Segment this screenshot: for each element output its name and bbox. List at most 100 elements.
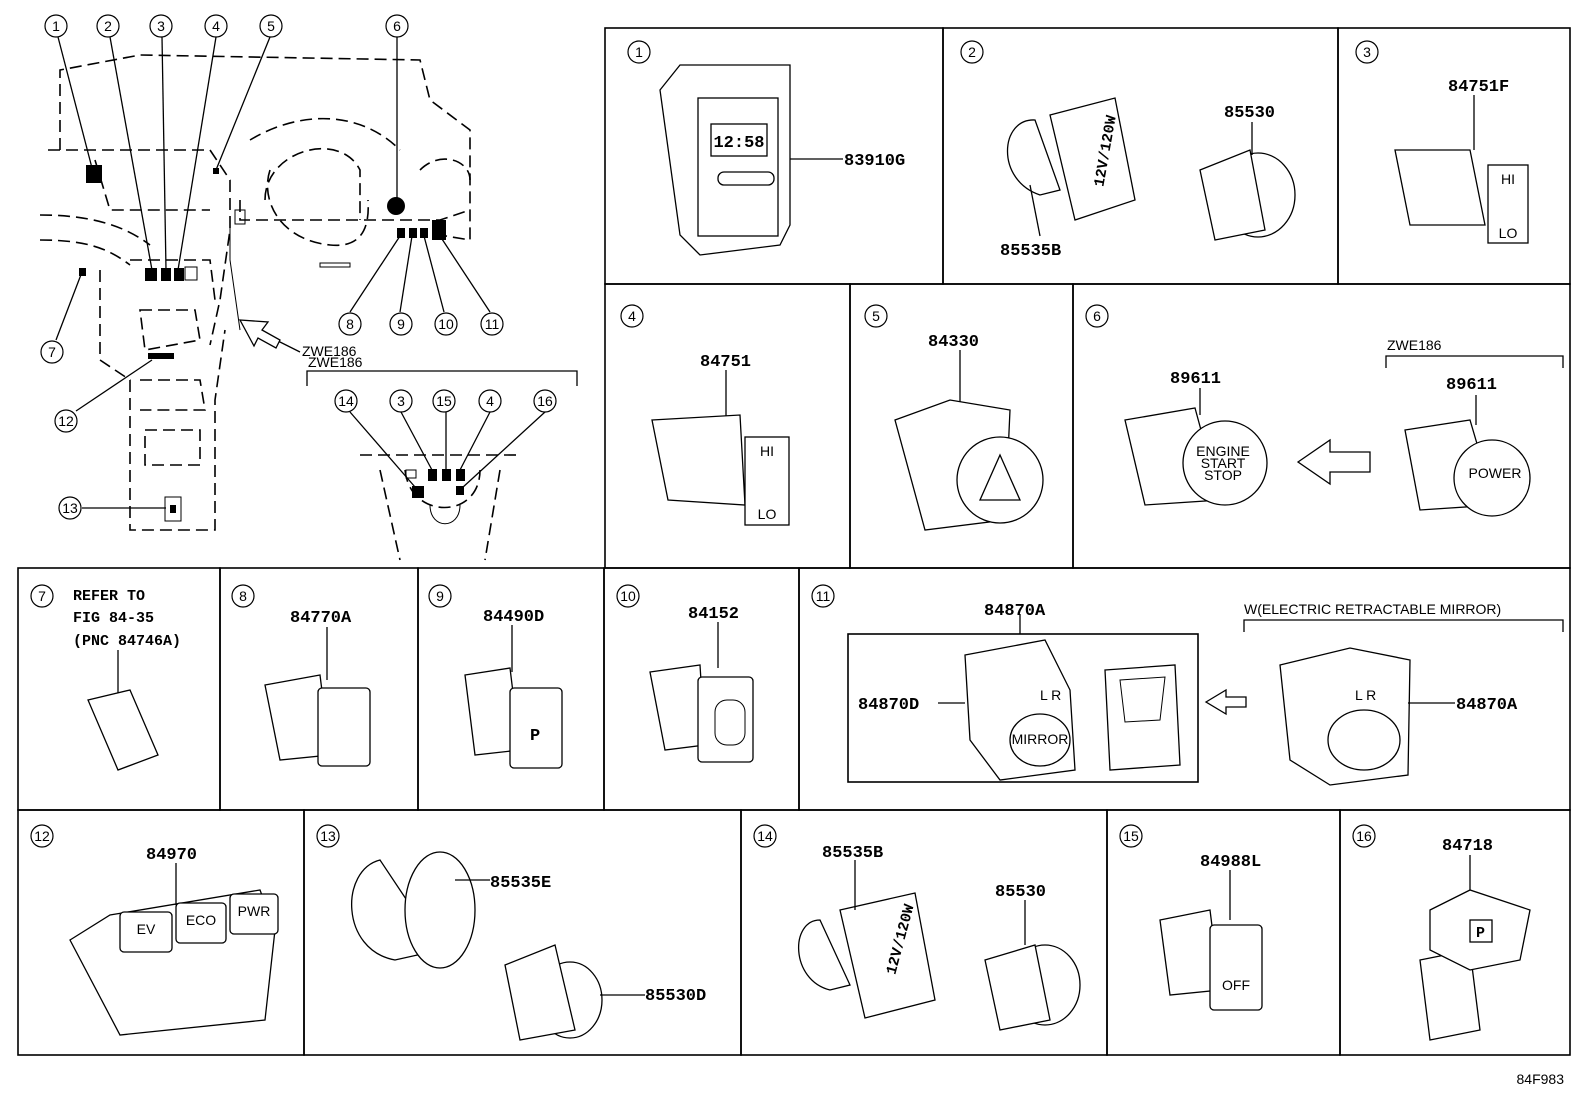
svg-text:OFF: OFF bbox=[1222, 977, 1250, 993]
callout-10 bbox=[434, 312, 458, 336]
part-89611-b: 89611 bbox=[1446, 376, 1497, 395]
svg-text:4: 4 bbox=[628, 308, 636, 324]
callout-3-inset bbox=[389, 389, 413, 413]
cell-3: 3 HI LO 84751F bbox=[1337, 27, 1571, 285]
svg-text:4: 4 bbox=[486, 393, 494, 409]
svg-text:2: 2 bbox=[968, 44, 976, 60]
dashboard-overview: ZWE186 ZWE186 bbox=[39, 36, 578, 561]
callout-14 bbox=[334, 389, 358, 413]
svg-text:13: 13 bbox=[320, 828, 336, 844]
callout-13 bbox=[58, 496, 82, 520]
svg-text:START: START bbox=[1201, 455, 1246, 471]
svg-text:STOP: STOP bbox=[1204, 467, 1242, 483]
cell-13: 13 85535E 85530D bbox=[303, 809, 742, 1056]
inset-variant-label: ZWE186 bbox=[308, 354, 363, 370]
svg-text:15: 15 bbox=[1123, 828, 1139, 844]
part-84970: 84970 bbox=[146, 846, 197, 865]
svg-text:MIRROR: MIRROR bbox=[1012, 731, 1069, 747]
cell-4: 4 HI LO 84751 bbox=[604, 283, 851, 569]
cell-8: 8 84770A bbox=[219, 567, 419, 811]
svg-text:P: P bbox=[1476, 925, 1485, 942]
svg-text:6: 6 bbox=[1093, 308, 1101, 324]
svg-text:8: 8 bbox=[346, 316, 354, 332]
overview-callouts: 1 2 3 4 5 6 7 8 9 10 11 12 13 14 3 15 4 … bbox=[40, 14, 557, 520]
svg-text:3: 3 bbox=[157, 18, 165, 34]
callout-9 bbox=[389, 312, 413, 336]
svg-text:11: 11 bbox=[485, 316, 500, 332]
svg-text:11: 11 bbox=[816, 588, 831, 604]
svg-text:5: 5 bbox=[872, 308, 880, 324]
part-84751: 84751 bbox=[700, 353, 751, 372]
hazard-triangle-icon bbox=[978, 453, 1022, 501]
cell-9: 9 P 84490D bbox=[417, 567, 605, 811]
svg-text:P: P bbox=[530, 727, 540, 746]
callout-7 bbox=[40, 340, 64, 364]
part-84152: 84152 bbox=[688, 605, 739, 624]
svg-text:8: 8 bbox=[239, 588, 247, 604]
callout-11 bbox=[480, 312, 504, 336]
svg-text:(PNC 84746A): (PNC 84746A) bbox=[73, 633, 181, 650]
part-84870A-a: 84870A bbox=[984, 602, 1046, 621]
callout-15 bbox=[432, 389, 456, 413]
diagram-code: 84F983 bbox=[1516, 1071, 1564, 1087]
svg-text:L R: L R bbox=[1040, 687, 1061, 703]
variant-ZWE186: ZWE186 bbox=[1387, 337, 1442, 353]
svg-text:ECO: ECO bbox=[186, 912, 216, 928]
svg-text:16: 16 bbox=[1356, 828, 1372, 844]
arrow-left-icon bbox=[1296, 438, 1371, 486]
svg-text:1: 1 bbox=[52, 18, 60, 34]
svg-text:1: 1 bbox=[635, 44, 643, 60]
svg-text:10: 10 bbox=[620, 588, 636, 604]
svg-text:REFER TO: REFER TO bbox=[73, 588, 145, 605]
cell-6: 6 ENGINE START STOP 89611 ZWE186 POWER 8… bbox=[1072, 283, 1571, 569]
svg-text:12: 12 bbox=[58, 413, 74, 429]
part-85535B: 85535B bbox=[1000, 242, 1061, 261]
callout-16 bbox=[533, 389, 557, 413]
cell-5: 5 84330 bbox=[849, 283, 1074, 569]
svg-text:HI: HI bbox=[1501, 171, 1515, 187]
cell-12: 12 EV ECO PWR 84970 bbox=[17, 809, 305, 1056]
svg-text:ENGINE: ENGINE bbox=[1196, 443, 1250, 459]
svg-text:L R: L R bbox=[1355, 687, 1376, 703]
part-85530: 85530 bbox=[1224, 104, 1275, 123]
cell-11: 11 84870A MIRROR L R 84870D W(ELECTRIC R… bbox=[798, 567, 1571, 811]
svg-text:15: 15 bbox=[436, 393, 452, 409]
part-84870D: 84870D bbox=[858, 696, 919, 715]
part-89611-a: 89611 bbox=[1170, 370, 1221, 389]
arrow-left-icon-2 bbox=[1204, 688, 1247, 716]
arrow-variant-label: ZWE186 bbox=[302, 343, 357, 359]
cell-15: 15 OFF 84988L bbox=[1106, 809, 1341, 1056]
callout-6 bbox=[385, 14, 409, 38]
callout-12 bbox=[54, 409, 78, 433]
part-85535B-2: 85535B bbox=[822, 844, 883, 863]
part-83910G: 83910G bbox=[844, 152, 905, 171]
svg-text:14: 14 bbox=[757, 828, 773, 844]
variant-retractable-mirror: W(ELECTRIC RETRACTABLE MIRROR) bbox=[1244, 601, 1501, 617]
svg-text:2: 2 bbox=[104, 18, 112, 34]
part-84988L: 84988L bbox=[1200, 853, 1261, 872]
svg-text:3: 3 bbox=[397, 393, 405, 409]
cell-2: 2 12V/120W 85535B 85530 bbox=[942, 27, 1339, 285]
svg-text:EV: EV bbox=[137, 921, 156, 937]
part-84330: 84330 bbox=[928, 333, 979, 352]
part-84751F: 84751F bbox=[1448, 78, 1509, 97]
cell-14: 14 12V/120W 85535B 85530 bbox=[740, 809, 1108, 1056]
callout-4 bbox=[204, 14, 228, 38]
svg-text:14: 14 bbox=[338, 393, 354, 409]
svg-text:12: 12 bbox=[34, 828, 50, 844]
part-85530-2: 85530 bbox=[995, 883, 1046, 902]
svg-text:16: 16 bbox=[537, 393, 553, 409]
svg-text:6: 6 bbox=[393, 18, 401, 34]
callout-4-inset bbox=[478, 389, 502, 413]
svg-text:7: 7 bbox=[38, 588, 46, 604]
svg-text:12:58: 12:58 bbox=[713, 134, 764, 153]
callout-5 bbox=[259, 14, 283, 38]
svg-text:13: 13 bbox=[62, 500, 78, 516]
svg-text:HI: HI bbox=[760, 443, 774, 459]
svg-text:3: 3 bbox=[1363, 44, 1371, 60]
svg-text:7: 7 bbox=[48, 344, 56, 360]
svg-text:LO: LO bbox=[1499, 225, 1518, 241]
callout-3 bbox=[149, 14, 173, 38]
power-socket-cover-2 bbox=[839, 892, 936, 1019]
